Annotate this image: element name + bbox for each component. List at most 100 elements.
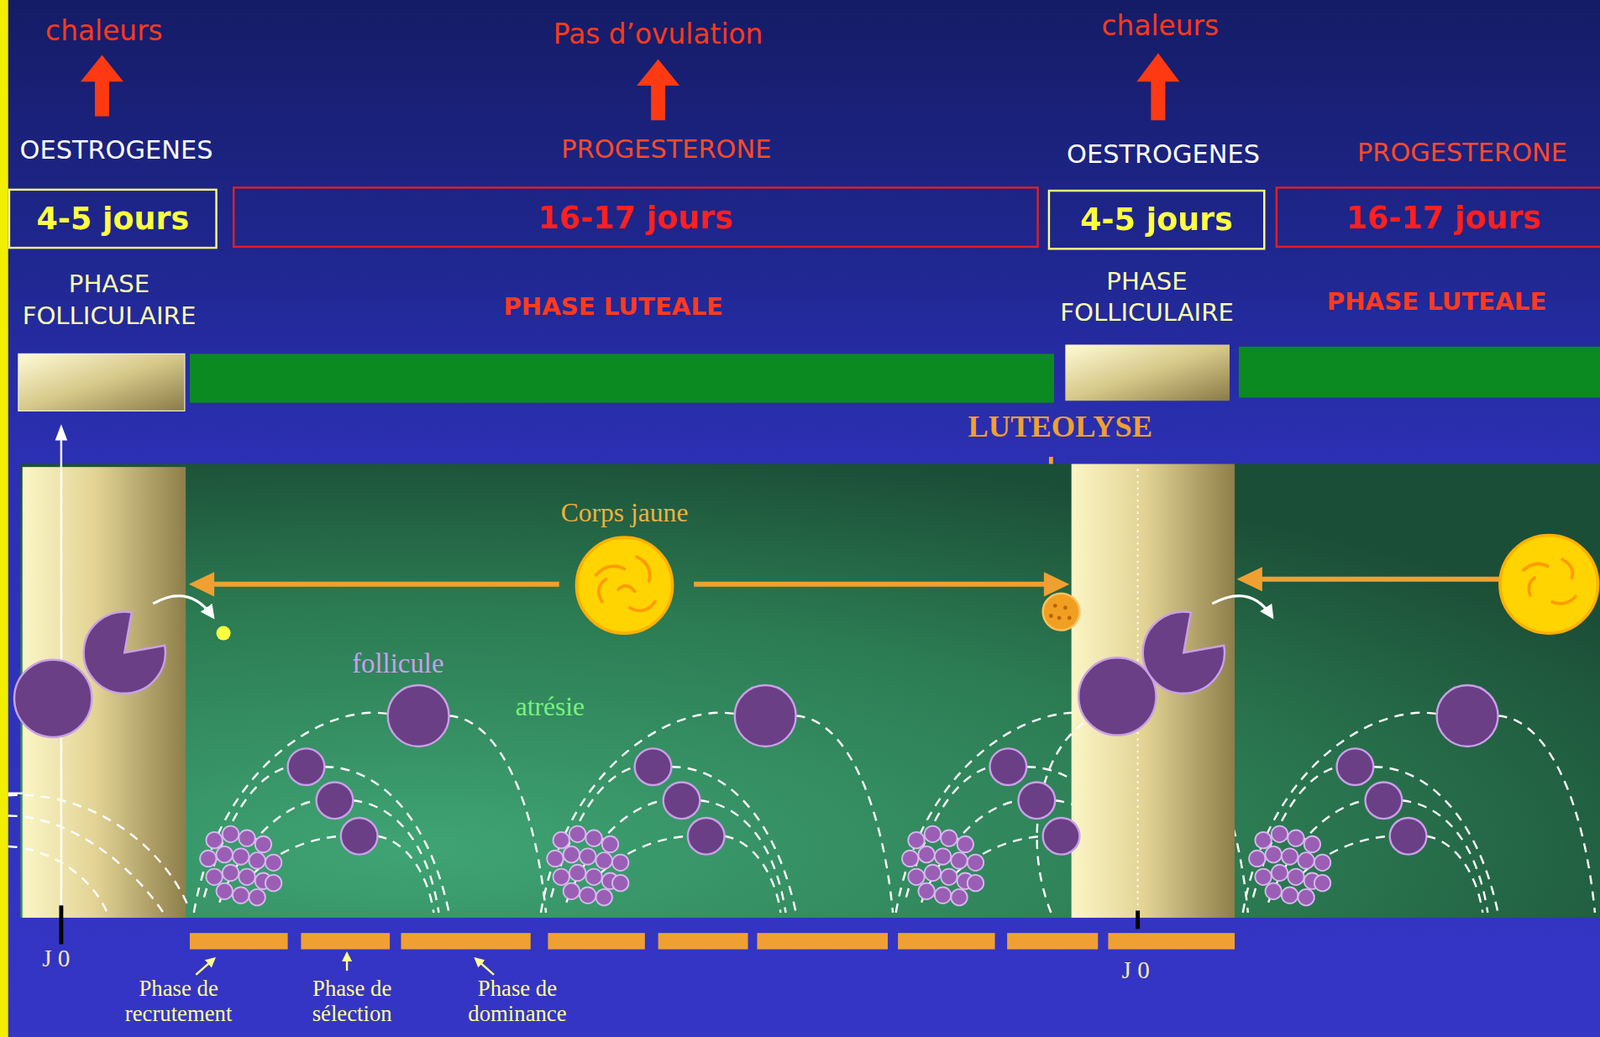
phase-label: PHASE LUTEALE — [1327, 287, 1548, 316]
follicle-cluster — [569, 865, 586, 882]
wave-phase-bar — [756, 933, 888, 950]
phase-bar — [18, 353, 185, 411]
follicle-cluster — [950, 889, 967, 906]
wave-phase-bar — [1007, 933, 1098, 950]
atresia-curve — [1401, 800, 1488, 913]
follicle-cluster — [1287, 829, 1304, 846]
atresia-curve — [8, 846, 108, 913]
follicle — [388, 685, 450, 747]
wave-phase-bar — [897, 933, 995, 950]
follicle-cluster — [248, 852, 265, 869]
follicle-cluster — [967, 855, 984, 871]
hormone-label: OESTROGENES — [20, 135, 214, 165]
follicle-cluster — [199, 826, 1331, 907]
phase-label: PHASE FOLLICULAIRE — [1039, 266, 1254, 331]
atresia-curve — [1253, 766, 1338, 898]
edge-strip — [0, 0, 9, 1037]
corpus-luteum-shape — [576, 537, 672, 634]
follicle — [1143, 612, 1225, 694]
follicle-cluster — [1287, 869, 1304, 886]
phase-bar — [18, 344, 1600, 411]
follicle-cluster — [579, 886, 596, 903]
follicle-cluster — [579, 848, 596, 865]
follicle-cluster — [232, 848, 249, 865]
follicle-cluster — [222, 826, 239, 843]
atresia-curve — [906, 766, 991, 898]
follicle-cluster — [602, 836, 619, 853]
atresia-curve — [699, 800, 786, 913]
hormone-label: PROGESTERONE — [1357, 138, 1568, 168]
corpus-luteum-arrow — [1043, 571, 1070, 597]
wave-phase-label: Phase de sélection — [300, 975, 403, 1028]
duration-text: 16-17 jours — [1346, 199, 1542, 236]
follicle-cluster — [934, 886, 951, 903]
hormone-arrow — [636, 58, 680, 121]
regressing-corpus-luteum — [1057, 615, 1062, 620]
phase-bar — [1238, 346, 1600, 399]
event-label: chaleurs — [1101, 10, 1220, 42]
follicle-cluster — [569, 826, 586, 843]
atresia-curve — [724, 836, 782, 913]
atresia-curve — [449, 715, 546, 913]
corpus-luteum — [1522, 558, 1577, 604]
duration-box: 4-5 jours — [8, 188, 218, 250]
follicle-cluster — [216, 883, 233, 900]
follicle — [1365, 781, 1403, 819]
follicle-cluster — [205, 832, 222, 849]
time-axis — [55, 424, 1140, 945]
follicle-cluster — [940, 869, 957, 886]
atresia-curve — [204, 766, 289, 898]
follicle-cluster — [918, 846, 934, 863]
atresia-curve — [566, 800, 663, 903]
follicle-cluster — [248, 889, 265, 906]
corpus-luteum-arrow — [1257, 577, 1503, 583]
follicle-cluster — [222, 865, 239, 882]
phase-label: PHASE FOLLICULAIRE — [7, 268, 212, 333]
follicle-cluster — [205, 869, 222, 886]
wave-phase-bar — [658, 933, 749, 950]
hormone-arrow — [1136, 52, 1180, 121]
follicular-band — [1071, 464, 1235, 919]
leader-arrow — [346, 953, 348, 971]
follicle-cluster — [585, 829, 602, 846]
duration-box: 16-17 jours — [1275, 186, 1600, 248]
corpus-luteum — [1500, 535, 1599, 635]
wave-phase-bar — [300, 933, 390, 950]
follicle-cluster — [907, 869, 924, 886]
atresia-curve — [896, 713, 1091, 913]
follicle — [288, 685, 1499, 856]
hormone-arrow — [80, 55, 124, 117]
wave-phase-label: Phase de recrutement — [112, 975, 246, 1028]
leader-arrow — [195, 958, 215, 975]
follicle-cluster — [238, 869, 255, 886]
corpus-luteum-label: Corps jaune — [561, 498, 689, 529]
event-label: Pas d’ovulation — [553, 17, 764, 50]
duration-box: 4-5 jours — [1048, 189, 1266, 251]
atresia-curve — [377, 836, 435, 913]
follicle-cluster — [1281, 848, 1298, 865]
follicle-cluster — [918, 883, 934, 900]
follicle-cluster — [1297, 889, 1314, 906]
follicle — [1390, 818, 1427, 856]
wave-phase-bar — [1107, 933, 1235, 950]
wave-phase-bar — [189, 933, 1235, 950]
follicle-cluster — [1265, 883, 1282, 900]
atresia-curve — [219, 800, 316, 903]
follicle — [14, 660, 92, 738]
leader-arrow — [475, 958, 494, 975]
regressing-corpus-luteum — [1053, 603, 1058, 609]
atresia-curve — [1498, 715, 1595, 913]
duration-box: 16-17 jours — [232, 186, 1039, 248]
follicle-cluster — [1281, 886, 1298, 903]
part-label: atrésie — [515, 692, 585, 724]
follicle-cluster — [596, 852, 613, 869]
ovulation-arrow — [152, 596, 1272, 617]
phase-bar — [189, 353, 1055, 403]
follicle-cluster — [546, 850, 563, 867]
follicle-cluster — [238, 829, 255, 846]
follicle-cluster — [1254, 832, 1271, 849]
time-axis — [1135, 910, 1140, 929]
follicle-cluster — [265, 875, 282, 892]
follicle-cluster — [552, 832, 569, 849]
